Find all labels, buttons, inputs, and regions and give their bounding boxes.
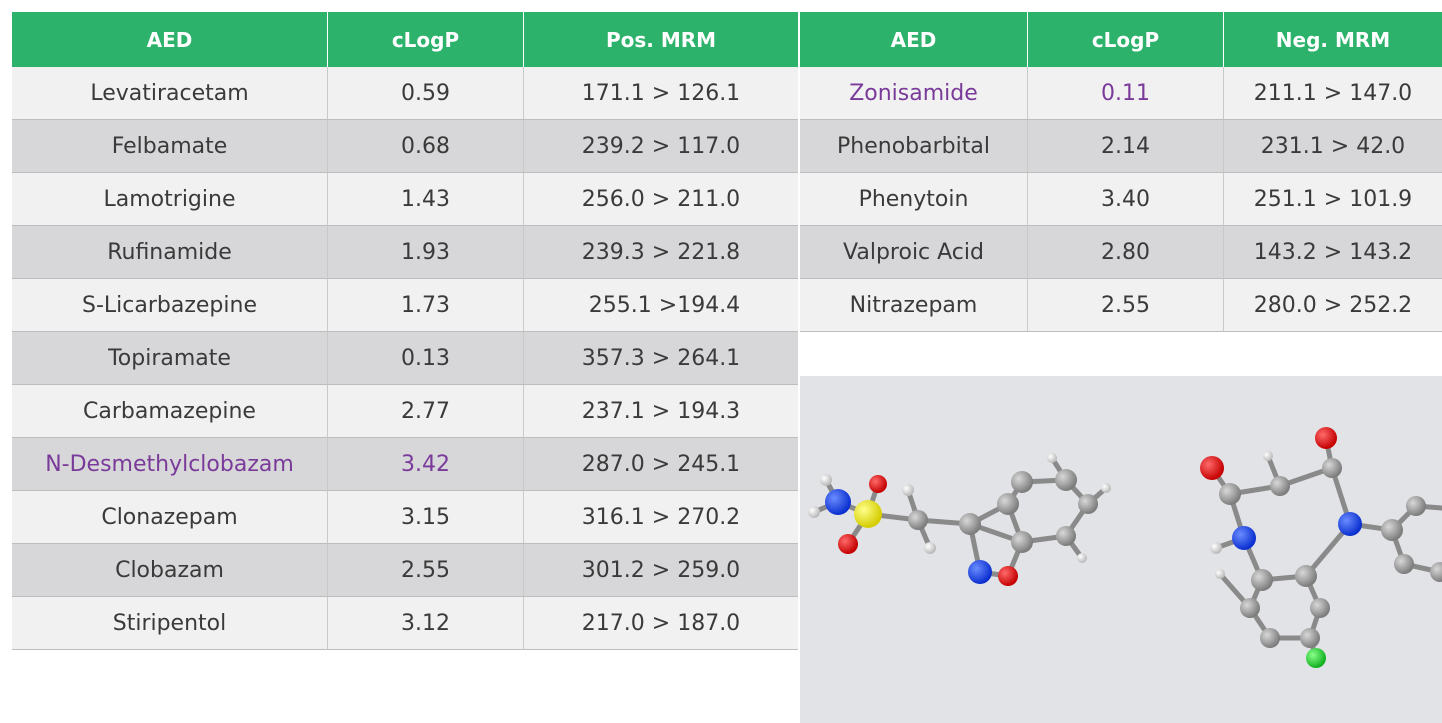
aed-name: Felbamate — [12, 120, 328, 173]
left-header-aed: AED — [12, 12, 328, 67]
table-row: Felbamate 0.68 239.2 > 117.0 — [12, 120, 798, 173]
clogp-value: 2.80 — [1028, 226, 1224, 279]
aed-name: Clonazepam — [12, 491, 328, 544]
right-header-clogp: cLogP — [1028, 12, 1224, 67]
pos-mrm-value: 316.1 > 270.2 — [524, 491, 798, 544]
zonisamide-molecule-icon — [808, 453, 1111, 586]
table-row: Carbamazepine 2.77 237.1 > 194.3 — [12, 385, 798, 438]
pos-mrm-value: 237.1 > 194.3 — [524, 385, 798, 438]
aed-name: Rufinamide — [12, 226, 328, 279]
clogp-value: 3.15 — [328, 491, 524, 544]
left-header-clogp: cLogP — [328, 12, 524, 67]
pos-mrm-value: 287.0 > 245.1 — [524, 438, 798, 491]
clogp-value: 0.59 — [328, 67, 524, 120]
clogp-value: 1.93 — [328, 226, 524, 279]
table-row: Nitrazepam 2.55 280.0 > 252.2 — [800, 279, 1442, 332]
right-table-header-row: AED cLogP Neg. MRM — [800, 12, 1442, 67]
aed-name: S-Licarbazepine — [12, 279, 328, 332]
pos-mrm-value: 239.3 > 221.8 — [524, 226, 798, 279]
clogp-value: 2.55 — [1028, 279, 1224, 332]
aed-name: Phenytoin — [800, 173, 1028, 226]
aed-name: Zonisamide — [800, 67, 1028, 120]
aed-name: Topiramate — [12, 332, 328, 385]
neg-mrm-value: 231.1 > 42.0 — [1224, 120, 1442, 173]
table-row: Stiripentol 3.12 217.0 > 187.0 — [12, 597, 798, 650]
pos-mrm-value: 255.1 >194.4 — [524, 279, 798, 332]
n-desmethylclobazam-molecule-icon — [1200, 427, 1442, 668]
clogp-value: 2.55 — [328, 544, 524, 597]
molecule-image-panel — [800, 376, 1442, 723]
aed-name: Levatiracetam — [12, 67, 328, 120]
clogp-value: 1.73 — [328, 279, 524, 332]
neg-mrm-value: 280.0 > 252.2 — [1224, 279, 1442, 332]
aed-name: Lamotrigine — [12, 173, 328, 226]
aed-name: N-Desmethylclobazam — [12, 438, 328, 491]
aed-name: Nitrazepam — [800, 279, 1028, 332]
neg-mrm-value: 211.1 > 147.0 — [1224, 67, 1442, 120]
clogp-value: 0.68 — [328, 120, 524, 173]
aed-name: Clobazam — [12, 544, 328, 597]
clogp-value: 3.42 — [328, 438, 524, 491]
aed-name: Stiripentol — [12, 597, 328, 650]
pos-mrm-value: 217.0 > 187.0 — [524, 597, 798, 650]
neg-mrm-value: 251.1 > 101.9 — [1224, 173, 1442, 226]
table-row: Clobazam 2.55 301.2 > 259.0 — [12, 544, 798, 597]
molecule-illustration — [808, 427, 1442, 668]
clogp-value: 2.77 — [328, 385, 524, 438]
neg-mrm-value: 143.2 > 143.2 — [1224, 226, 1442, 279]
table-row: Lamotrigine 1.43 256.0 > 211.0 — [12, 173, 798, 226]
table-row: N-Desmethylclobazam 3.42 287.0 > 245.1 — [12, 438, 798, 491]
clogp-value: 1.43 — [328, 173, 524, 226]
aed-name: Carbamazepine — [12, 385, 328, 438]
table-row: S-Licarbazepine 1.73 255.1 >194.4 — [12, 279, 798, 332]
pos-mrm-value: 301.2 > 259.0 — [524, 544, 798, 597]
clogp-value: 0.11 — [1028, 67, 1224, 120]
table-row: Valproic Acid 2.80 143.2 > 143.2 — [800, 226, 1442, 279]
table-row: Clonazepam 3.15 316.1 > 270.2 — [12, 491, 798, 544]
clogp-value: 2.14 — [1028, 120, 1224, 173]
pos-mrm-value: 239.2 > 117.0 — [524, 120, 798, 173]
pos-mrm-value: 171.1 > 126.1 — [524, 67, 798, 120]
aed-name: Valproic Acid — [800, 226, 1028, 279]
table-row: Phenobarbital 2.14 231.1 > 42.0 — [800, 120, 1442, 173]
left-aed-table: AED cLogP Pos. MRM Levatiracetam 0.59 17… — [12, 12, 798, 650]
right-aed-table: AED cLogP Neg. MRM Zonisamide 0.11 211.1… — [800, 12, 1442, 332]
table-row: Zonisamide 0.11 211.1 > 147.0 — [800, 67, 1442, 120]
left-table-header-row: AED cLogP Pos. MRM — [12, 12, 798, 67]
clogp-value: 3.12 — [328, 597, 524, 650]
table-row: Phenytoin 3.40 251.1 > 101.9 — [800, 173, 1442, 226]
aed-name: Phenobarbital — [800, 120, 1028, 173]
table-row: Rufinamide 1.93 239.3 > 221.8 — [12, 226, 798, 279]
left-header-pos-mrm: Pos. MRM — [524, 12, 798, 67]
right-header-aed: AED — [800, 12, 1028, 67]
clogp-value: 0.13 — [328, 332, 524, 385]
table-row: Levatiracetam 0.59 171.1 > 126.1 — [12, 67, 798, 120]
clogp-value: 3.40 — [1028, 173, 1224, 226]
pos-mrm-value: 357.3 > 264.1 — [524, 332, 798, 385]
table-row: Topiramate 0.13 357.3 > 264.1 — [12, 332, 798, 385]
right-header-neg-mrm: Neg. MRM — [1224, 12, 1442, 67]
pos-mrm-value: 256.0 > 211.0 — [524, 173, 798, 226]
